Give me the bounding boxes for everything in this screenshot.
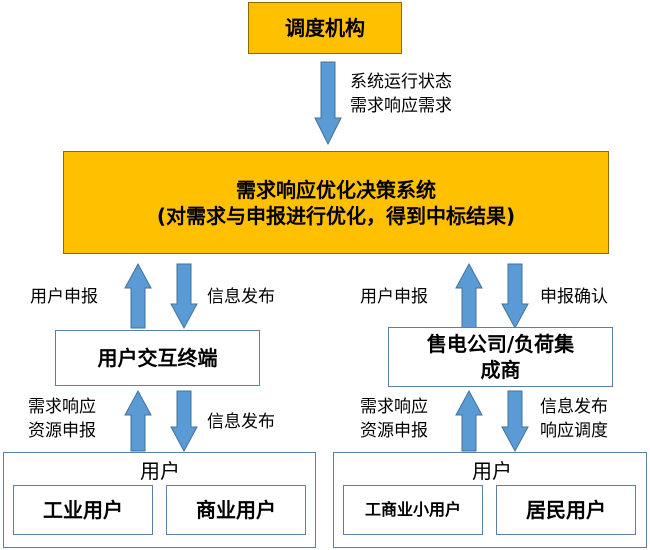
down-arrow-right-confirm (501, 263, 529, 330)
up-arrow-right-resource (455, 389, 483, 452)
commercial-user-label: 商业用户 (196, 498, 276, 522)
resident-user-label: 居民用户 (526, 498, 606, 522)
down-arrow-right-info (501, 390, 529, 453)
left-resource-label: 需求响应 资源申报 (28, 395, 96, 443)
down-arrow-left-info2 (170, 390, 198, 453)
decision-system-subtitle: (对需求与申报进行优化，得到中标结果) (156, 203, 516, 228)
left-resource-line2: 资源申报 (28, 421, 96, 441)
commercial-user-box: 商业用户 (166, 485, 306, 535)
down-arrow-dispatch-to-system (314, 61, 342, 146)
right-report-label: 用户申报 (360, 287, 428, 307)
industrial-user-box: 工业用户 (13, 485, 153, 535)
dispatch-agency-label: 调度机构 (285, 16, 365, 40)
dispatch-agency-box: 调度机构 (248, 2, 402, 54)
resident-user-box: 居民用户 (496, 485, 636, 535)
up-arrow-left-report (124, 262, 152, 329)
aggregator-line1: 售电公司/负荷集 (426, 332, 575, 356)
left-resource-line1: 需求响应 (28, 397, 96, 417)
small-business-user-box: 工商业小用户 (343, 485, 483, 535)
decision-system-title: 需求响应优化决策系统 (236, 177, 436, 202)
right-info-line2: 响应调度 (540, 421, 608, 441)
top-flow-line2: 需求响应需求 (350, 96, 452, 116)
down-arrow-left-info (170, 263, 198, 330)
up-arrow-right-report (455, 262, 483, 329)
industrial-user-label: 工业用户 (43, 498, 123, 522)
right-resource-label: 需求响应 资源申报 (360, 395, 428, 443)
aggregator-box: 售电公司/负荷集 成商 (388, 327, 613, 387)
right-confirm-label: 申报确认 (540, 287, 608, 307)
left-info-label: 信息发布 (207, 287, 275, 307)
decision-system-box: 需求响应优化决策系统 (对需求与申报进行优化，得到中标结果) (63, 151, 609, 254)
top-flow-label: 系统运行状态 需求响应需求 (350, 70, 452, 118)
left-info2-label: 信息发布 (207, 412, 275, 432)
right-resource-line2: 资源申报 (360, 421, 428, 441)
left-report-label: 用户申报 (30, 287, 98, 307)
user-terminal-box: 用户交互终端 (55, 330, 260, 386)
right-info-line1: 信息发布 (540, 397, 608, 417)
top-flow-line1: 系统运行状态 (350, 72, 452, 92)
small-business-user-label: 工商业小用户 (364, 499, 461, 519)
right-resource-line1: 需求响应 (360, 397, 428, 417)
right-info-label: 信息发布 响应调度 (540, 395, 608, 443)
user-terminal-label: 用户交互终端 (97, 346, 218, 370)
left-users-title: 用户 (140, 459, 180, 483)
aggregator-line2: 成商 (480, 358, 521, 382)
right-users-title: 用户 (472, 459, 512, 483)
up-arrow-left-resource (124, 389, 152, 452)
